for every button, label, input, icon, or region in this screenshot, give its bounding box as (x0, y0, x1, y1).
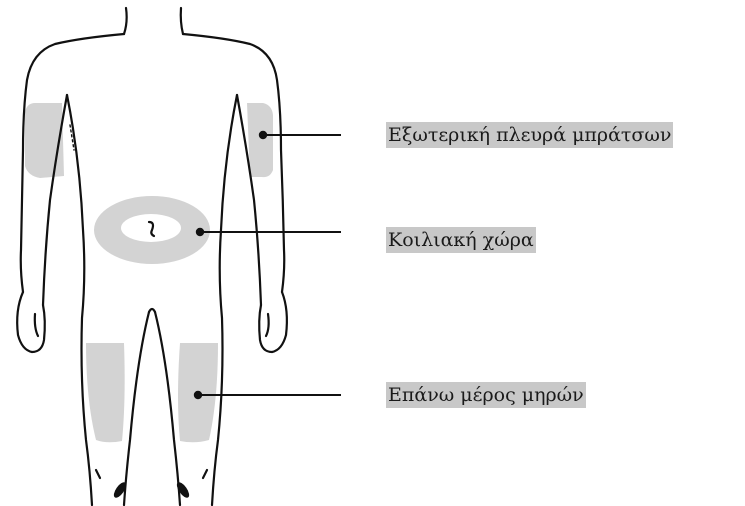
inner-right-leg (155, 312, 180, 505)
right-knee-mark (203, 470, 207, 478)
thigh-leader-dot (195, 392, 201, 398)
right-hand (259, 292, 287, 352)
navel-mark (149, 222, 154, 236)
right-torso-side (212, 95, 237, 505)
left-hand (17, 292, 45, 352)
arm-leader-dot (260, 132, 266, 138)
left-thigh-zone (86, 343, 125, 442)
label-outer-upper-arms: Εξωτερική πλευρά μπράτσων (386, 122, 673, 148)
left-knee-mark (96, 470, 100, 478)
right-upper-arm-zone (247, 103, 273, 177)
neck-left (124, 8, 127, 34)
inner-left-leg (124, 312, 149, 505)
left-torso-side (67, 95, 92, 505)
left-hand-thumb (35, 314, 38, 336)
injection-zones (25, 103, 273, 442)
abdomen-leader-dot (197, 229, 203, 235)
label-upper-thighs: Επάνω μέρος μηρών (386, 382, 586, 408)
right-hand-thumb (266, 314, 269, 336)
neck-right (181, 8, 183, 34)
right-knee-cap (175, 480, 192, 499)
crotch (149, 309, 155, 312)
label-abdomen: Κοιλιακή χώρα (386, 227, 536, 253)
